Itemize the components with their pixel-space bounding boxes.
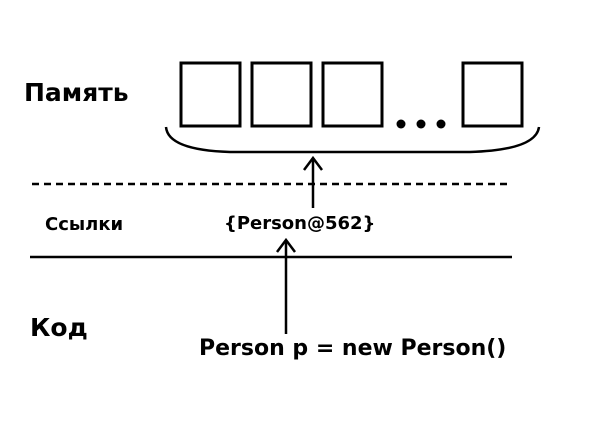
code-to-reference-arrow [276,237,296,334]
references-label: Ссылки [45,214,123,235]
memory-label: Память [24,78,129,107]
reference-to-memory-arrow [303,155,323,208]
reference-value: {Person@562} [224,213,375,234]
memory-cell [461,61,524,128]
memory-cell [179,61,242,128]
code-statement: Person p = new Person() [199,336,506,361]
memory-ellipsis [396,119,446,129]
memory-brace [164,126,541,154]
memory-cell [321,61,384,128]
memory-cells [179,61,524,128]
memory-cell [250,61,313,128]
code-label: Код [30,313,88,342]
